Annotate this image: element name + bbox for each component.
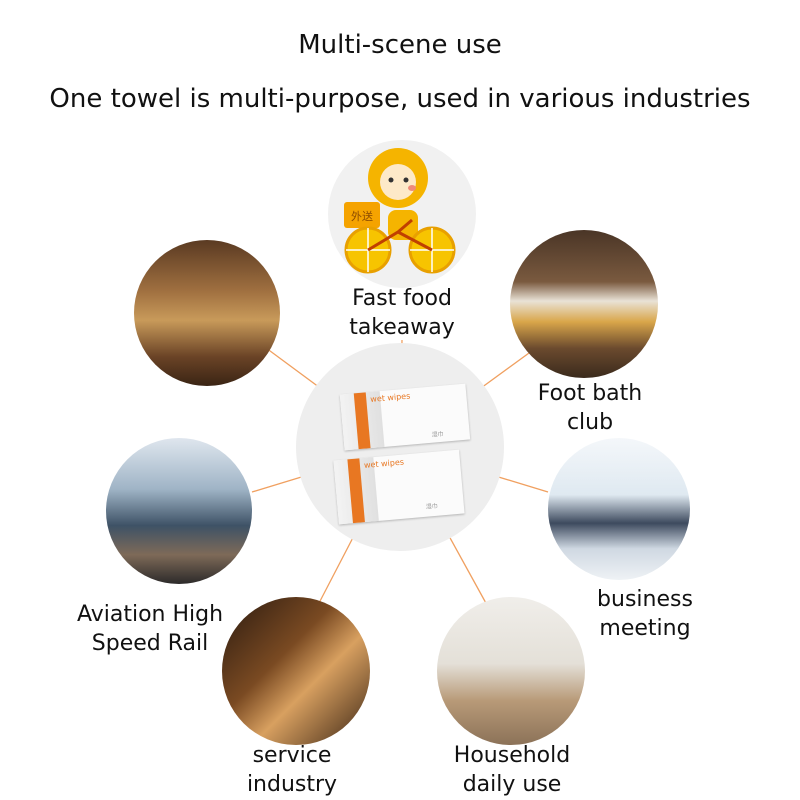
scene-label-household: Household daily use	[453, 743, 571, 797]
wet-wipe-pack: wet wipes 湿巾	[333, 449, 465, 525]
household-image	[437, 597, 585, 745]
pack-small-label: 湿巾	[431, 430, 444, 439]
service-industry-image	[222, 597, 370, 745]
scene-label-foot-bath: Foot bath club	[537, 381, 643, 435]
wet-wipe-pack: wet wipes 湿巾	[339, 383, 471, 451]
restaurant-image	[134, 240, 280, 386]
delivery-badge-text: 外送	[351, 209, 373, 223]
scene-label-fast-food: Fast food takeaway	[349, 286, 455, 340]
business-meeting-image	[548, 438, 690, 580]
scene-label-service: service industry	[246, 743, 338, 797]
foot-bath-club-image	[510, 230, 658, 378]
aviation-rail-image	[106, 438, 252, 584]
scene-label-business: business meeting	[597, 587, 693, 641]
page-subtitle: One towel is multi-purpose, used in vari…	[49, 84, 751, 114]
pack-small-label: 湿巾	[425, 502, 439, 511]
fast-food-takeaway-image: 外送	[328, 140, 476, 288]
delivery-mascot-icon: 外送	[344, 148, 456, 274]
page-title: Multi-scene use	[298, 30, 502, 60]
center-product-circle: wet wipes 湿巾 wet wipes 湿巾	[296, 343, 504, 551]
scene-label-aviation: Aviation High Speed Rail	[76, 602, 224, 656]
